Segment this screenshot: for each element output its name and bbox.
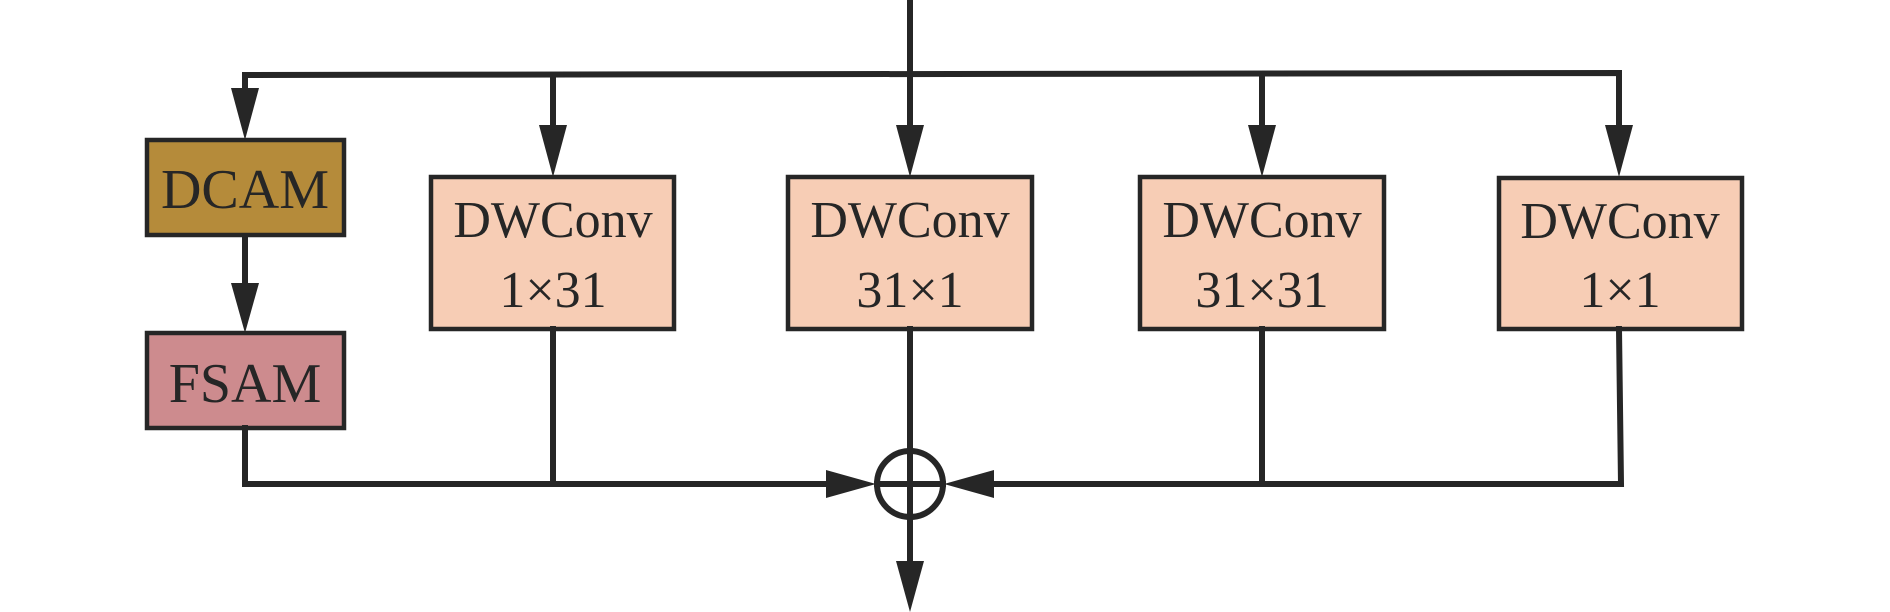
dcam-block: DCAM (144, 137, 347, 238)
fsam-label: FSAM (169, 353, 322, 415)
dwconv-block-31x31: DWConv 31×31 (1137, 174, 1387, 332)
dwconv-box (1137, 174, 1387, 332)
dwconv-box (428, 174, 677, 332)
arrow-into-dwconv-1x31 (539, 125, 567, 177)
dwconv-kernel-size: 31×1 (856, 262, 963, 319)
arrow-into-sum-right (944, 470, 994, 498)
arrow-into-sum-left (826, 470, 876, 498)
dwconv-block-1x31: DWConv 1×31 (428, 174, 677, 332)
arrow-into-dcam (231, 88, 259, 140)
output-arrow (896, 561, 924, 612)
dwconv-label: DWConv (1162, 192, 1361, 249)
top-bus (242, 69, 1622, 128)
dwconv-label: DWConv (453, 192, 652, 249)
dwconv-kernel-size: 31×31 (1195, 262, 1328, 319)
arrow-into-dwconv-1x1 (1605, 125, 1633, 177)
dwconv-kernel-size: 1×1 (1579, 262, 1660, 319)
sum-node (874, 448, 946, 520)
dwconv-label: DWConv (810, 192, 1009, 249)
dwconv-1x1-output-line (987, 325, 1625, 487)
fsam-output-line (242, 425, 556, 487)
arrow-into-dwconv-31x31 (1248, 125, 1276, 177)
fsam-block: FSAM (144, 330, 347, 431)
dwconv-box (1496, 175, 1745, 332)
dwconv-label: DWConv (1520, 193, 1719, 250)
arrow-into-fsam (231, 283, 259, 333)
dcam-box (144, 137, 347, 238)
arrow-into-dwconv-31x1 (896, 125, 924, 177)
dwconv-box (785, 174, 1035, 332)
dwconv-kernel-size: 1×31 (499, 262, 606, 319)
dwconv-block-31x1: DWConv 31×1 (785, 174, 1035, 332)
dcam-label: DCAM (161, 159, 329, 221)
dwconv-block-1x1: DWConv 1×1 (1496, 175, 1745, 332)
